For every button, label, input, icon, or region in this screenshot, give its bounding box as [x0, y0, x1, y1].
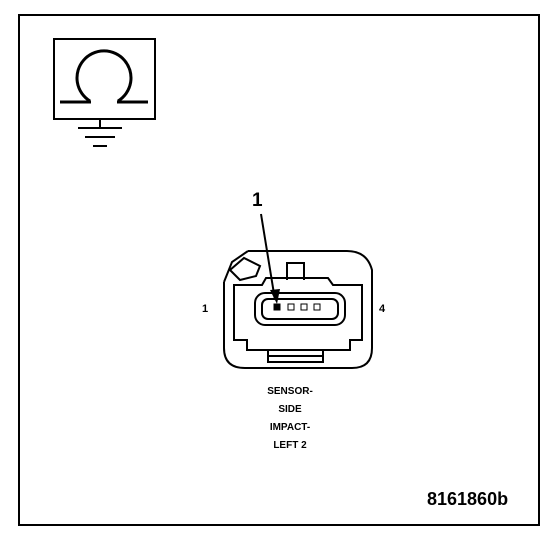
terminal-pin — [300, 303, 308, 311]
connector-face — [223, 250, 373, 369]
terminal-pin — [273, 303, 281, 311]
caption-line: SENSOR- — [267, 386, 313, 397]
caption-line: LEFT 2 — [273, 440, 307, 451]
terminal-pins — [273, 303, 321, 311]
callout-number: 1 — [252, 190, 263, 211]
callout-leader — [260, 213, 280, 304]
terminal-pin — [287, 303, 295, 311]
connector-caption: SENSOR- SIDE IMPACT- LEFT 2 — [230, 383, 350, 455]
ohmmeter-ground-icon — [53, 38, 156, 147]
diagram-frame — [18, 14, 540, 526]
terminal-pin — [313, 303, 321, 311]
pin-left-label: 1 — [202, 303, 209, 315]
figure-id: 8161860b — [427, 489, 509, 509]
pin-right-label: 4 — [379, 303, 386, 315]
caption-line: IMPACT- — [269, 422, 311, 433]
caption-line: SIDE — [278, 404, 302, 415]
